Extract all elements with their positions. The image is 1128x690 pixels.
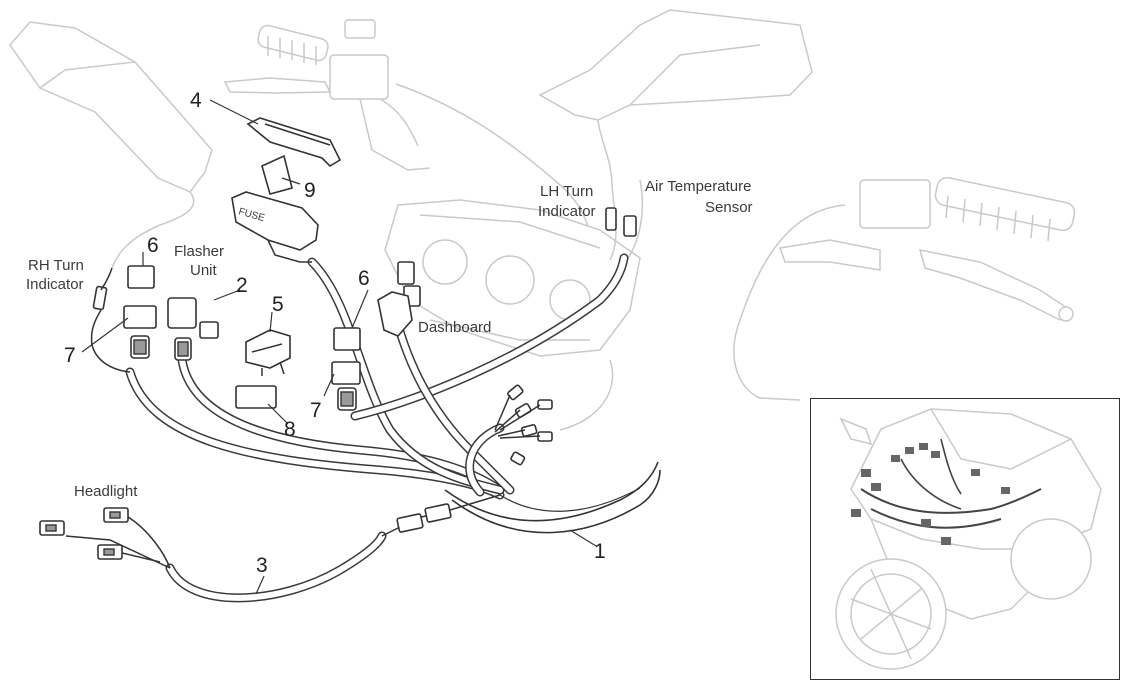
part-6-relay-left: [127, 265, 155, 289]
dashboard-label: Dashboard: [418, 319, 491, 336]
callout-6-right: 6: [358, 267, 370, 290]
lh-turn-indicator-label-2: Indicator: [538, 203, 596, 220]
part-7-socket-left: [123, 305, 157, 329]
callout-3: 3: [256, 554, 268, 577]
callout-2: 2: [236, 274, 248, 297]
callout-4: 4: [190, 89, 202, 112]
headlight-subharness: [39, 494, 501, 603]
lh-turn-indicator-label: LH Turn: [540, 183, 593, 200]
callout-5: 5: [272, 293, 284, 316]
left-handlebar-assembly: [223, 19, 595, 301]
part-8-relay: [235, 385, 277, 409]
part-5-relay-holder: [245, 329, 291, 369]
lh-mirror: [538, 9, 813, 186]
part-6-relay-right: [333, 327, 361, 351]
leader-lines: [81, 99, 597, 595]
callout-9: 9: [304, 179, 316, 202]
callout-8: 8: [284, 418, 296, 441]
callout-6-left: 6: [147, 234, 159, 257]
rh-mirror: [9, 21, 213, 269]
motorcycle-overview-inset: [810, 398, 1120, 680]
motorcycle-sketch: [835, 408, 1102, 670]
flasher-unit-label: Flasher: [174, 243, 224, 260]
air-temperature-sensor-label-2: Sensor: [705, 199, 753, 216]
callout-7-left: 7: [64, 344, 76, 367]
main-harness: [125, 253, 661, 534]
fuse-box: FUSE: [231, 191, 319, 263]
part-4-cover: [246, 117, 342, 168]
harness-connectors: [494, 384, 553, 466]
right-handlebar-assembly: [733, 176, 1076, 401]
flasher-unit-label-2: Unit: [190, 262, 218, 279]
rh-turn-indicator-label: RH Turn: [28, 257, 84, 274]
callout-7-right: 7: [310, 399, 322, 422]
callout-1: 1: [594, 540, 606, 563]
part-7-socket-right: [331, 361, 361, 385]
part-9-fuse: [261, 154, 293, 195]
air-temperature-sensor-label: Air Temperature: [645, 178, 751, 195]
part-2-flasher-unit: [167, 297, 197, 329]
headlight-label: Headlight: [74, 483, 138, 500]
rh-turn-indicator-label-2: Indicator: [26, 276, 84, 293]
